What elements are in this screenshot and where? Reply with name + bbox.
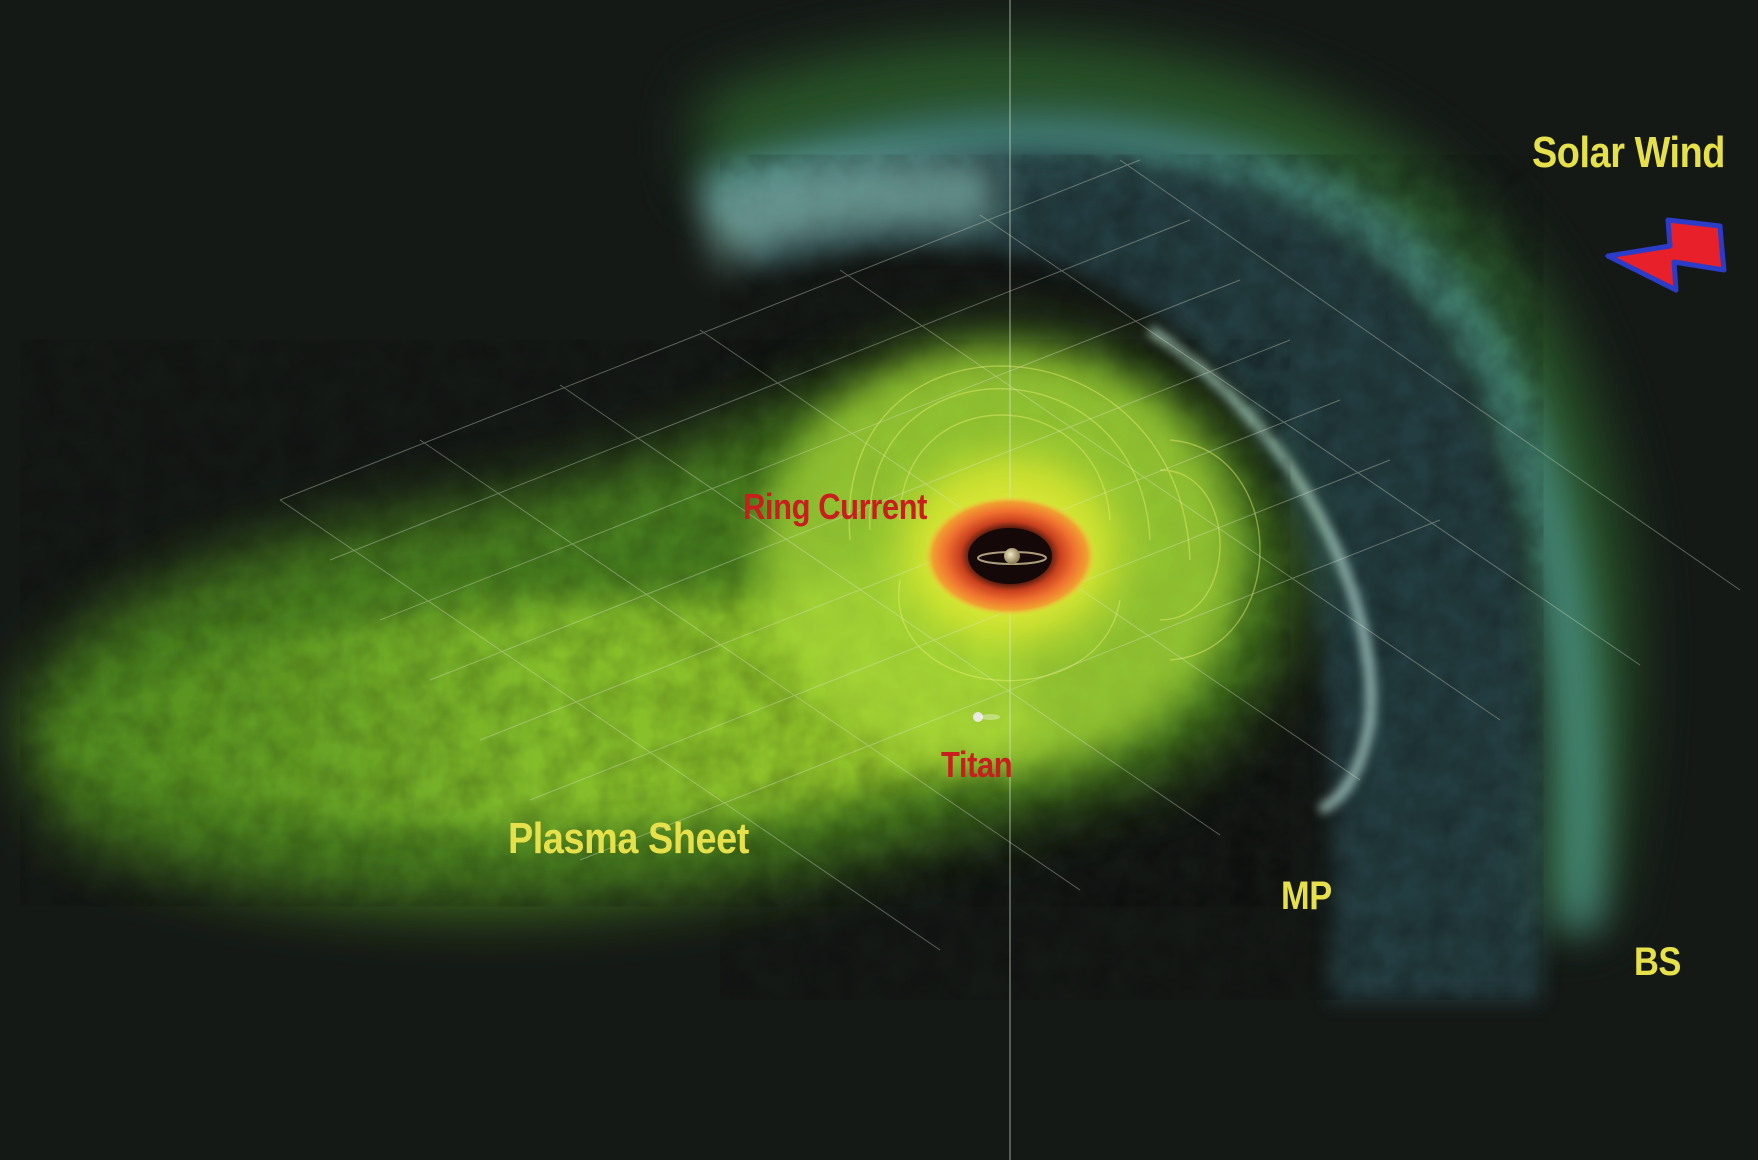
field-lines xyxy=(848,365,1261,682)
titan-label: Titan xyxy=(941,744,1013,785)
titan-wake xyxy=(980,714,1000,720)
titan-moon-icon xyxy=(973,712,983,722)
magnetopause-label: MP xyxy=(1281,874,1332,918)
ring-current-label: Ring Current xyxy=(743,486,928,527)
plasma-sheet-label: Plasma Sheet xyxy=(508,814,749,863)
upper-sheath-wisp xyxy=(700,161,1000,270)
solar-wind-label: Solar Wind xyxy=(1532,128,1725,177)
magnetopause-edge xyxy=(1147,325,1376,815)
coordinate-grid xyxy=(279,159,1741,951)
solar-wind-arrow-icon xyxy=(1605,217,1727,293)
bow-shock-label: BS xyxy=(1634,940,1681,984)
saturn-icon xyxy=(1004,548,1020,564)
magnetosheath-texture xyxy=(720,154,1544,1000)
